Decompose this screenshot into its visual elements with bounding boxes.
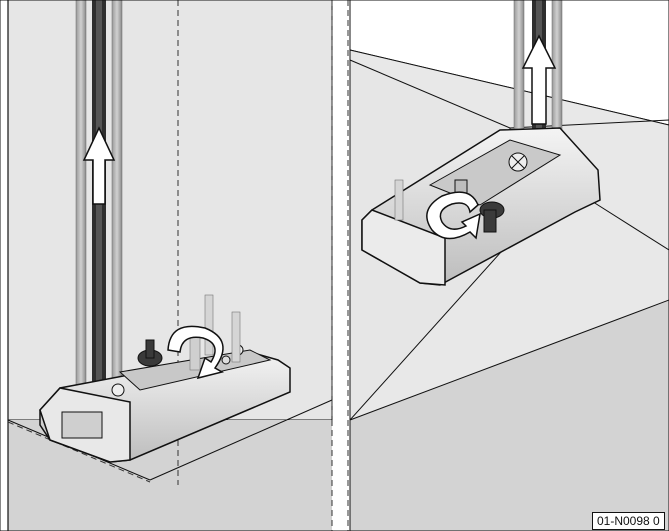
left-knob bbox=[137, 339, 163, 367]
right-rotate-counterclockwise-icon bbox=[426, 191, 481, 240]
left-device bbox=[39, 294, 291, 463]
right-knob bbox=[479, 201, 505, 233]
reference-code-label: 01-N0098 0 bbox=[592, 512, 665, 530]
right-top-wall bbox=[349, 0, 669, 126]
right-outer-rod-1 bbox=[513, 0, 525, 151]
left-dashed-floor bbox=[7, 421, 151, 483]
left-outer-rod-1 bbox=[75, 0, 87, 391]
right-up-arrow-icon bbox=[521, 34, 557, 125]
left-outer-rod-2 bbox=[111, 0, 123, 381]
left-rotate-clockwise-icon bbox=[167, 325, 224, 380]
left-up-arrow-icon bbox=[82, 126, 116, 205]
right-floor bbox=[349, 299, 669, 531]
right-panel bbox=[347, 0, 669, 531]
left-back-wall bbox=[7, 0, 333, 421]
left-panel bbox=[7, 0, 333, 531]
